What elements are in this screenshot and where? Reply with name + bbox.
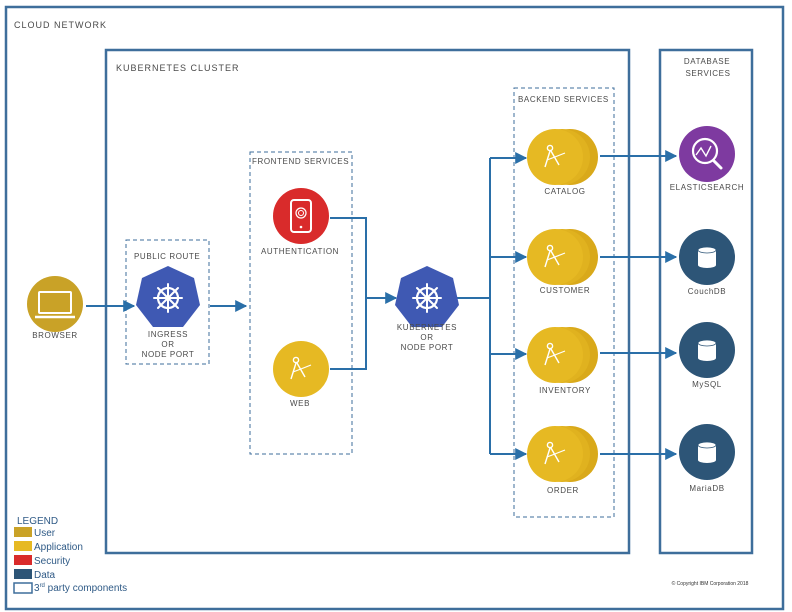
legend-user-swatch — [14, 527, 32, 537]
laptop-icon — [38, 291, 72, 314]
backend-services-label: BACKEND SERVICES — [518, 95, 609, 104]
ingress-node — [136, 266, 200, 327]
public-route-label: PUBLIC ROUTE — [134, 252, 200, 261]
web-label: WEB — [290, 399, 310, 408]
frontend-services-label: FRONTEND SERVICES — [252, 157, 349, 166]
legend-data-swatch — [14, 569, 32, 579]
backend-services-group — [513, 87, 615, 518]
ingress-label-line2: OR — [161, 340, 174, 349]
kubernetes-label-line2: OR — [420, 333, 433, 342]
elasticsearch-label: ELASTICSEARCH — [670, 183, 744, 192]
phone-fingerprint-icon — [290, 199, 312, 233]
copyright: © Copyright IBM Corporation 2018 — [672, 580, 749, 587]
mariadb-node — [679, 424, 735, 480]
legend-application-swatch — [14, 541, 32, 551]
customer-label: CUSTOMER — [540, 286, 590, 295]
ingress-label-line3: NODE PORT — [142, 350, 195, 359]
kubernetes-cluster-container — [104, 48, 631, 555]
legend-data-label: Data — [34, 570, 56, 581]
customer-node — [527, 229, 598, 285]
browser-node — [27, 276, 83, 332]
kubernetes-label-line3: NODE PORT — [401, 343, 454, 352]
kubernetes-helm-icon — [152, 282, 184, 314]
authentication-label: AUTHENTICATION — [261, 247, 339, 256]
kubernetes-helm-icon — [411, 282, 443, 314]
inventory-node — [527, 327, 598, 383]
catalog-label: CATALOG — [544, 187, 585, 196]
web-node — [273, 341, 329, 397]
ingress-label-line1: INGRESS — [148, 330, 188, 339]
connectors — [86, 150, 678, 460]
magnifier-icon — [691, 137, 719, 165]
legend-third-party-label: 3rd party components — [34, 583, 127, 594]
mysql-label: MySQL — [692, 380, 722, 389]
mysql-node — [679, 322, 735, 378]
auth-to-k8s-line — [330, 217, 367, 298]
browser-label: BROWSER — [32, 331, 78, 340]
database-services-label: DATABASE — [684, 57, 730, 66]
kubernetes-label-line1: KUBERNETES — [397, 323, 457, 332]
kubernetes-service-node — [395, 266, 459, 327]
cloud-network-container — [4, 5, 785, 611]
legend-user-label: User — [34, 528, 56, 539]
legend-title: LEGEND — [17, 516, 58, 527]
frontend-services-group — [249, 151, 353, 455]
legend-third-party-swatch — [13, 582, 33, 594]
authentication-node — [273, 188, 329, 244]
database-services-container — [658, 48, 754, 555]
database-icon — [697, 339, 717, 362]
legend-security-label: Security — [34, 556, 70, 567]
elasticsearch-node — [679, 126, 735, 182]
couchdb-label: CouchDB — [688, 287, 726, 296]
inventory-label: INVENTORY — [539, 386, 591, 395]
order-label: ORDER — [547, 486, 579, 495]
database-services-label: SERVICES — [685, 69, 730, 78]
legend-security-swatch — [14, 555, 32, 565]
web-to-k8s-line — [330, 298, 367, 370]
mariadb-label: MariaDB — [689, 484, 724, 493]
cloud-network-label: CLOUD NETWORK — [14, 20, 107, 30]
couchdb-node — [679, 229, 735, 285]
database-icon — [697, 441, 717, 464]
kubernetes-cluster-label: KUBERNETES CLUSTER — [116, 63, 240, 73]
database-icon — [697, 246, 717, 269]
order-node — [527, 426, 598, 482]
legend: LEGEND User Application Security Data 3r… — [13, 516, 127, 594]
legend-application-label: Application — [34, 542, 83, 553]
catalog-node — [527, 129, 598, 185]
